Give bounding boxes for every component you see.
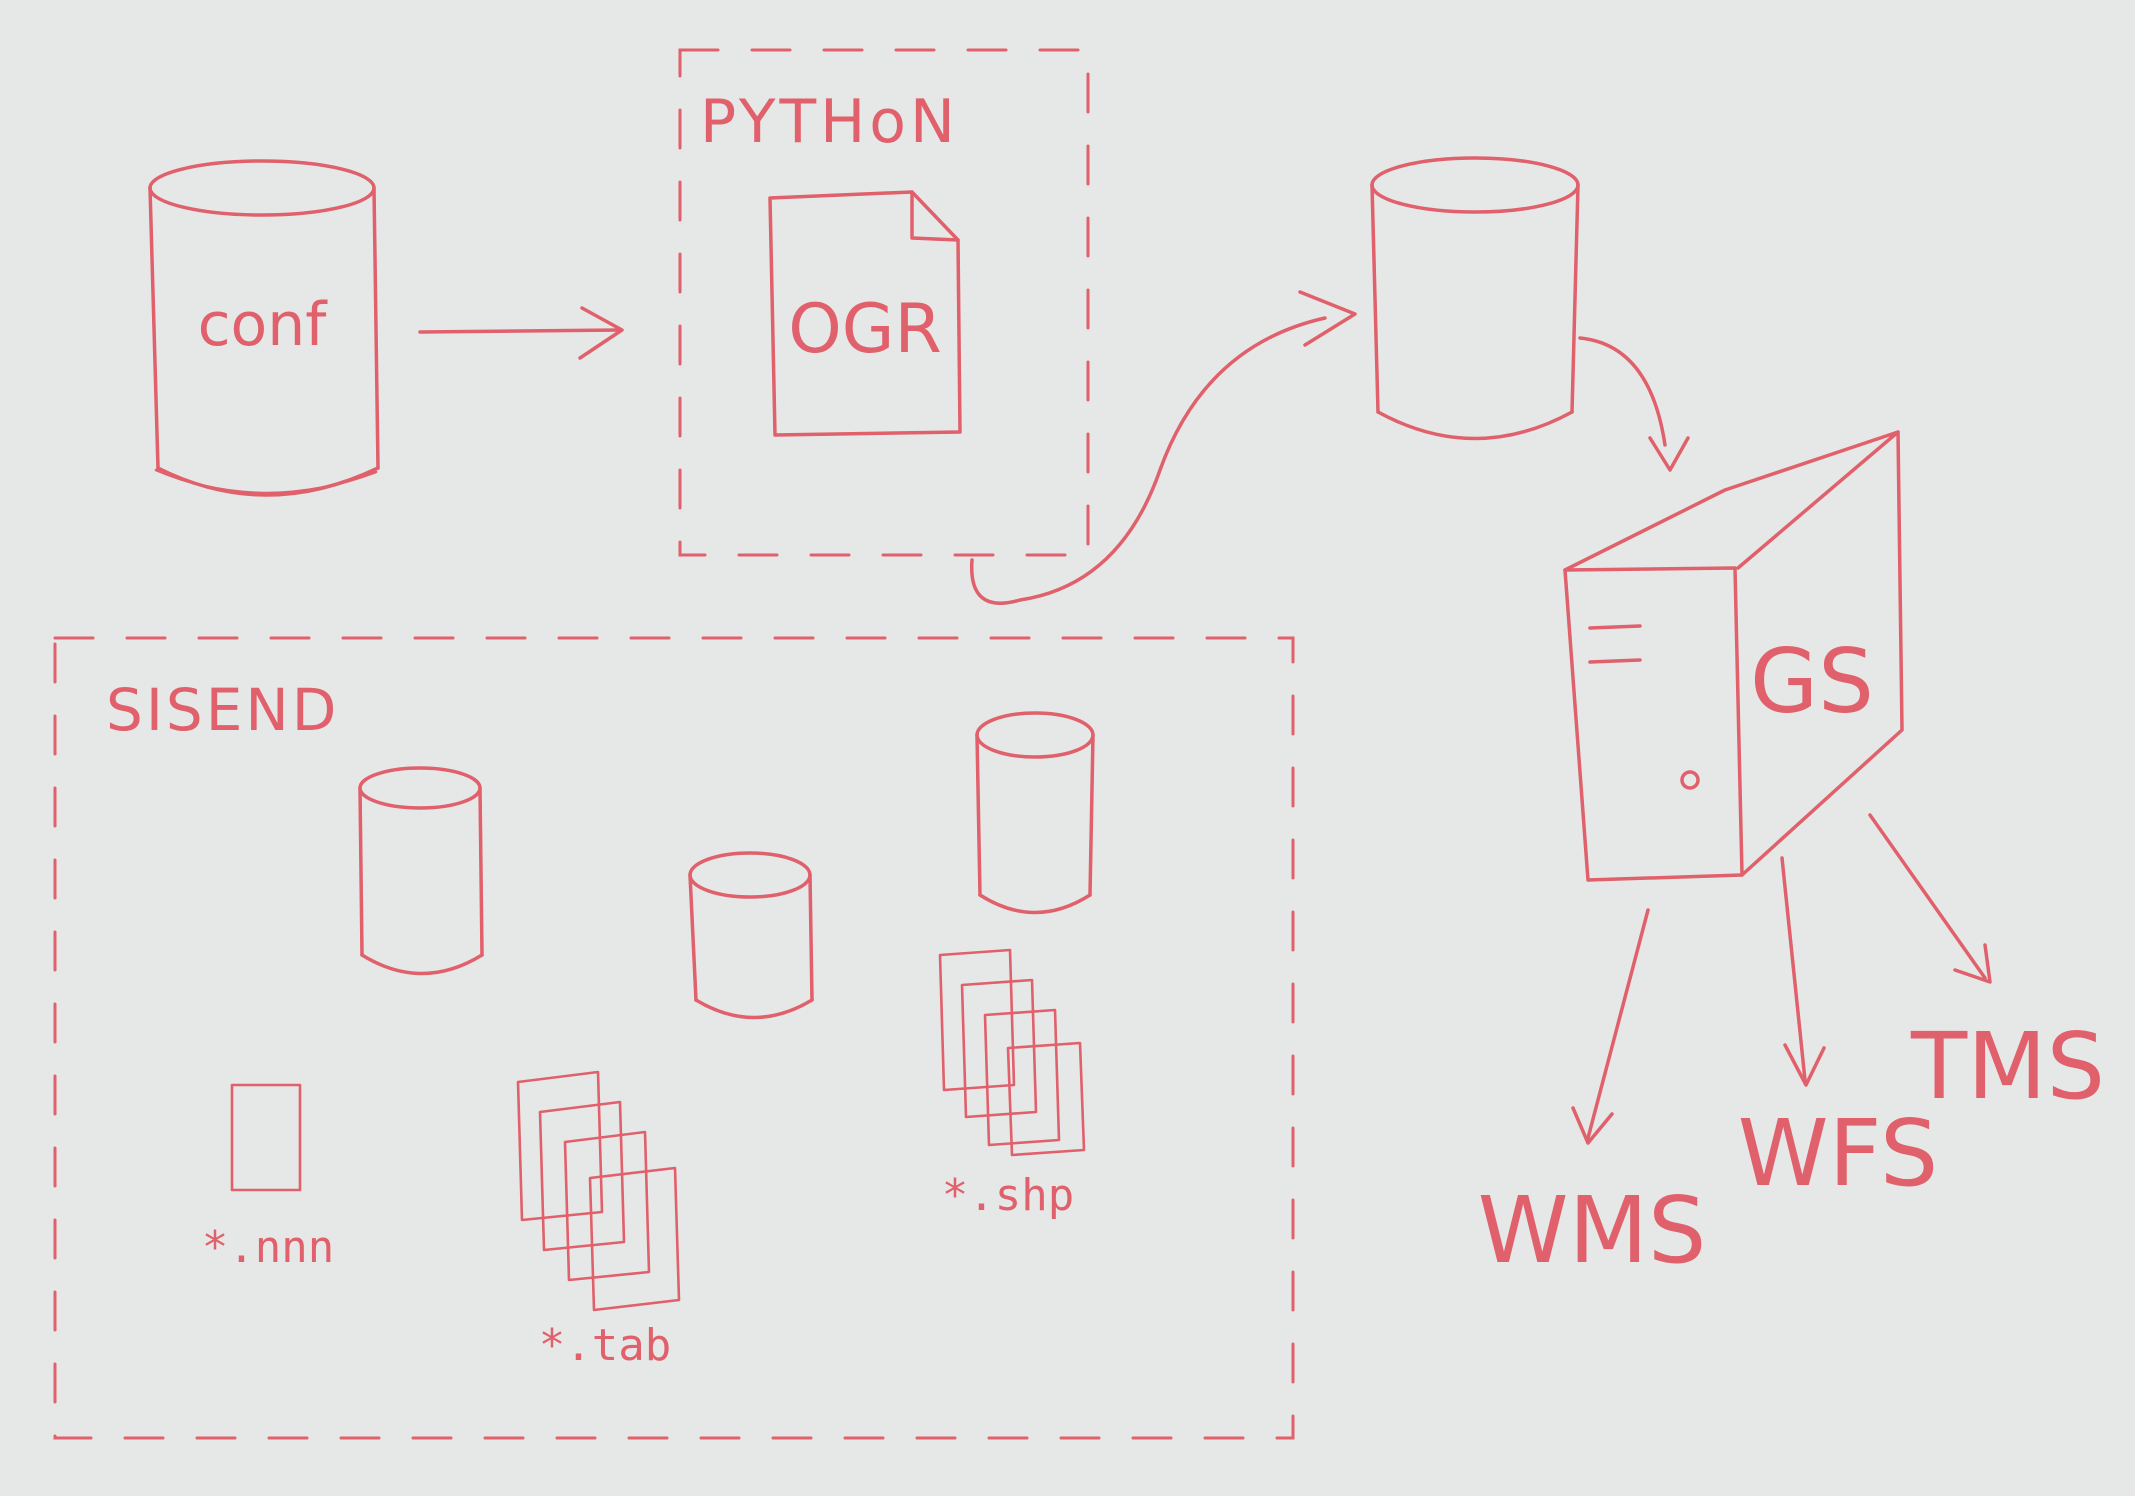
shp-label: *.shp	[942, 1170, 1074, 1221]
source-database-icon-2	[688, 851, 814, 1020]
arrow-database-to-server	[1578, 336, 1690, 472]
target-database-icon	[1370, 156, 1580, 441]
wfs-label: WFS	[1738, 1100, 1939, 1207]
nnn-label: *.nnn	[202, 1222, 334, 1273]
nnn-file-icon	[230, 1083, 302, 1192]
python-boundary	[678, 48, 1090, 557]
tab-files-icon	[516, 1070, 681, 1312]
tab-label: *.tab	[539, 1320, 671, 1371]
arrow-server-to-wfs	[1780, 856, 1826, 1087]
source-database-icon-3	[975, 711, 1095, 915]
geoserver-server-icon	[1563, 430, 1904, 882]
ogr-label: OGR	[788, 290, 941, 369]
python-label: PYTHoN	[700, 87, 959, 157]
sisend-label: SISEND	[106, 676, 339, 744]
wms-label: WMS	[1478, 1177, 1707, 1284]
arrow-python-to-database	[970, 290, 1357, 605]
ogr-document-icon	[768, 190, 962, 437]
gs-label: GS	[1750, 630, 1874, 733]
source-database-icon-1	[358, 766, 484, 976]
conf-database-icon	[148, 159, 380, 497]
arrow-conf-to-python	[418, 306, 624, 360]
conf-label: conf	[198, 290, 329, 360]
shp-files-icon	[938, 948, 1086, 1157]
sisend-boundary	[53, 636, 1295, 1440]
tms-label: TMS	[1910, 1013, 2105, 1120]
arrow-server-to-tms	[1868, 813, 1992, 984]
arrow-server-to-wms	[1571, 908, 1650, 1145]
